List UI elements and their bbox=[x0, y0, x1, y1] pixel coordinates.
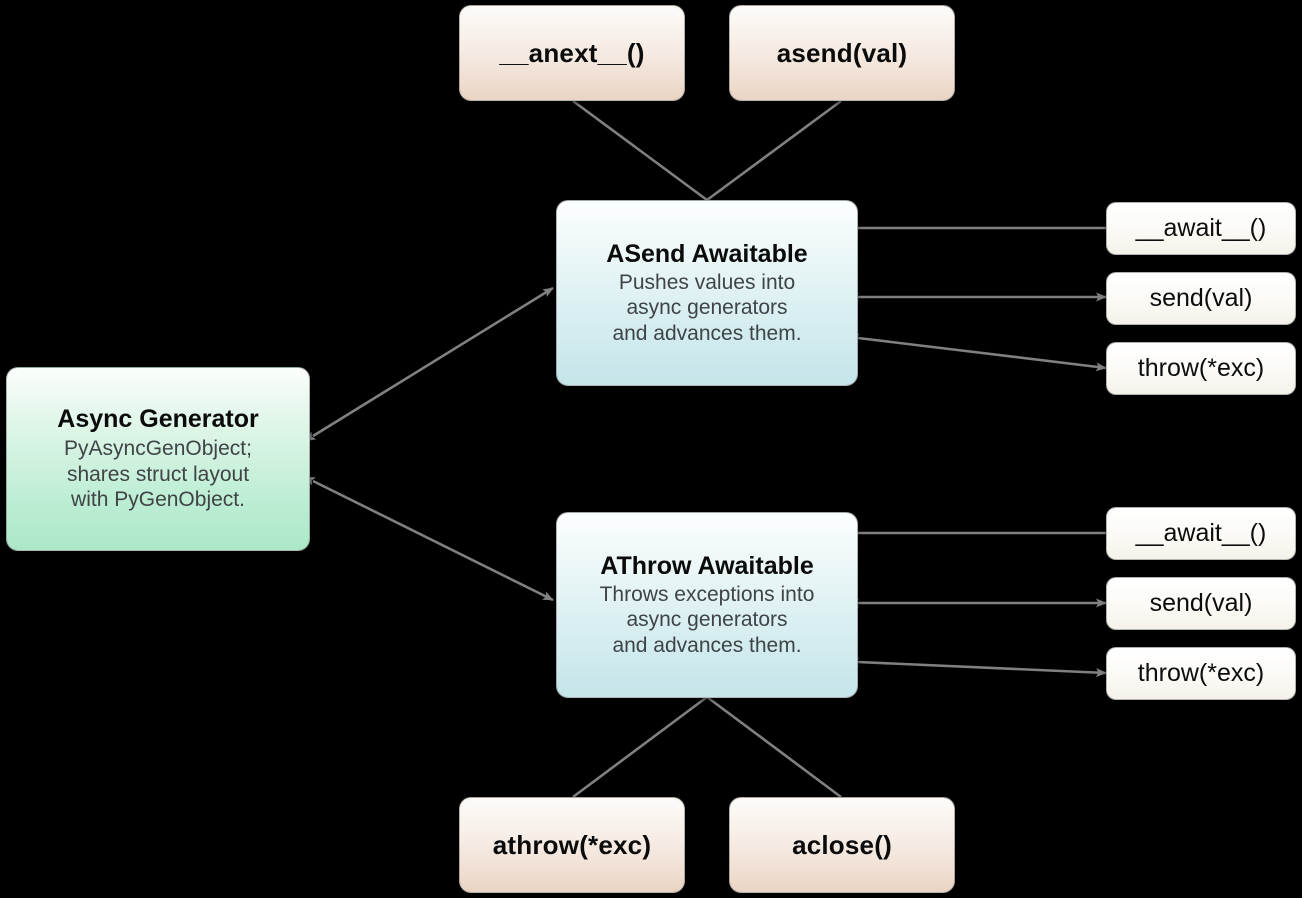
edge-anext-to-asend bbox=[572, 99, 708, 202]
edge-generator-asend bbox=[304, 286, 554, 442]
node-asend-method-label: asend(val) bbox=[776, 37, 908, 68]
node-asend-awaitable-title: ASend Awaitable bbox=[606, 239, 808, 268]
node-asend-slot-throw[interactable]: throw(*exc) bbox=[1106, 342, 1296, 395]
node-athrow-method-label: athrow(*exc) bbox=[492, 829, 652, 860]
node-asend-awaitable-desc-1: Pushes values into bbox=[618, 270, 796, 294]
node-anext-method-label: __anext__() bbox=[499, 37, 645, 68]
node-aclose-method-label: aclose() bbox=[792, 829, 892, 860]
node-athrow-awaitable-title: AThrow Awaitable bbox=[600, 551, 814, 580]
node-athrow-method[interactable]: athrow(*exc) bbox=[459, 797, 685, 893]
node-asend-method[interactable]: asend(val) bbox=[729, 5, 955, 101]
edge-athrow-method-to-athrow bbox=[572, 695, 708, 799]
edge-asend-throw bbox=[848, 333, 1107, 372]
node-aclose-method[interactable]: aclose() bbox=[729, 797, 955, 893]
edge-asend-method-to-asend bbox=[706, 99, 842, 202]
node-asend-slot-throw-label: throw(*exc) bbox=[1137, 354, 1265, 382]
node-athrow-awaitable-desc-1: Throws exceptions into bbox=[599, 582, 815, 606]
node-anext-method[interactable]: __anext__() bbox=[459, 5, 685, 101]
node-asend-slot-await-label: __await__() bbox=[1135, 214, 1267, 242]
node-athrow-slot-send[interactable]: send(val) bbox=[1106, 577, 1296, 630]
node-asend-awaitable[interactable]: ASend Awaitable Pushes values into async… bbox=[556, 200, 858, 386]
node-async-generator[interactable]: Async Generator PyAsyncGenObject; shares… bbox=[6, 367, 310, 551]
node-athrow-awaitable-desc-3: and advances them. bbox=[612, 633, 802, 657]
node-async-generator-desc-2: shares struct layout bbox=[66, 462, 250, 486]
node-athrow-slot-throw-label: throw(*exc) bbox=[1137, 659, 1265, 687]
edge-generator-athrow bbox=[304, 476, 554, 602]
node-athrow-slot-send-label: send(val) bbox=[1149, 589, 1253, 617]
node-asend-slot-send-label: send(val) bbox=[1149, 284, 1253, 312]
node-athrow-slot-await-label: __await__() bbox=[1135, 519, 1267, 547]
node-async-generator-title: Async Generator bbox=[57, 405, 259, 434]
node-asend-slot-await[interactable]: __await__() bbox=[1106, 202, 1296, 255]
node-athrow-slot-await[interactable]: __await__() bbox=[1106, 507, 1296, 560]
node-async-generator-desc-1: PyAsyncGenObject; bbox=[64, 437, 252, 461]
node-async-generator-desc-3: with PyGenObject. bbox=[71, 488, 245, 512]
edge-aclose-to-athrow bbox=[706, 695, 842, 799]
node-athrow-awaitable[interactable]: AThrow Awaitable Throws exceptions into … bbox=[556, 512, 858, 698]
node-athrow-slot-throw[interactable]: throw(*exc) bbox=[1106, 647, 1296, 700]
node-asend-awaitable-desc-3: and advances them. bbox=[612, 321, 802, 345]
node-athrow-awaitable-desc-2: async generators bbox=[626, 608, 788, 632]
node-asend-slot-send[interactable]: send(val) bbox=[1106, 272, 1296, 325]
node-asend-awaitable-desc-2: async generators bbox=[626, 296, 788, 320]
edge-athrow-throw bbox=[848, 657, 1107, 678]
